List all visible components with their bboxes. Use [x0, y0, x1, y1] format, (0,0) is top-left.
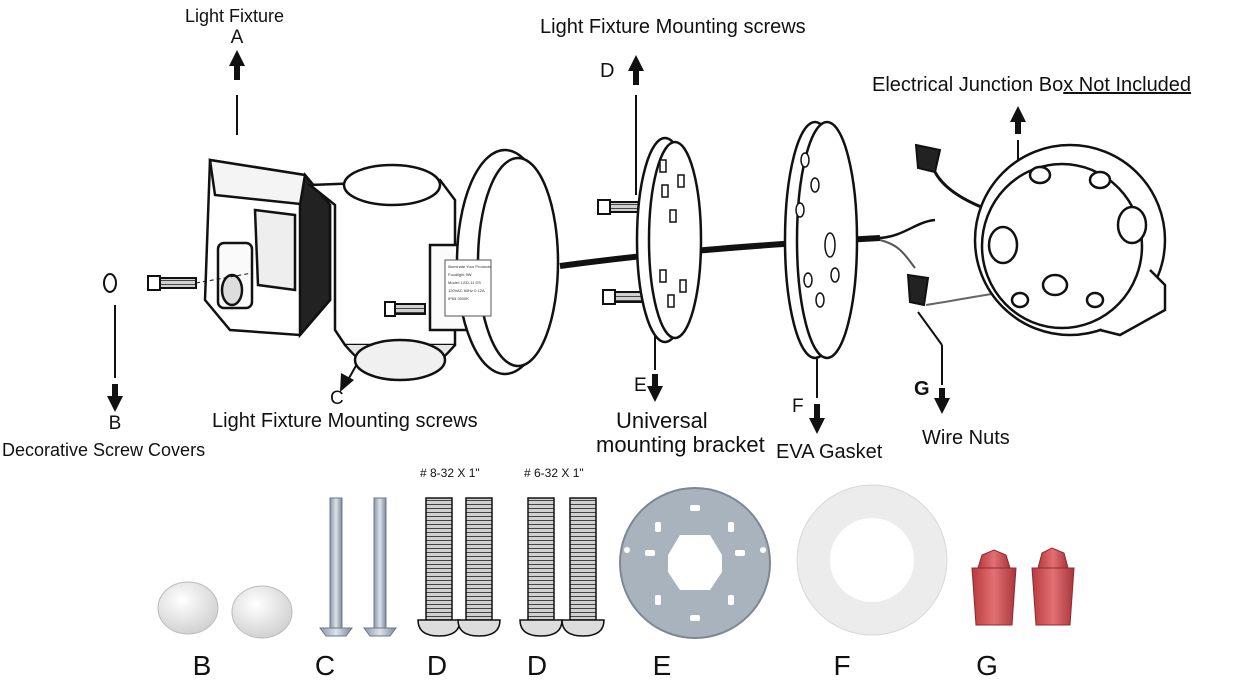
part-e-bracket [619, 487, 771, 639]
screw-spec-8-32: # 8-32 X 1" [420, 466, 480, 480]
label-line-4: 120VAC 60Hz 0.12A [448, 288, 485, 293]
fixture-back-plate [455, 148, 560, 376]
part-g-wire-nuts [971, 547, 1075, 626]
part-b-screw-covers [157, 581, 293, 639]
part-c-bolts [319, 497, 397, 637]
part-letter-b: B [192, 650, 212, 681]
callout-d-letter: D [600, 60, 615, 82]
label-line-3: Model: LED-11 DS [448, 280, 481, 285]
callout-box-name-prefix: Electrical Junction Bo [872, 74, 1064, 96]
callout-g-letter: G [914, 378, 930, 400]
part-letter-d-1: D [426, 650, 448, 681]
label-line-2: Foodlight 9W [448, 272, 472, 277]
callout-f-name: EVA Gasket [776, 441, 883, 463]
callout-box-name: Electrical Junction Box Not Included [872, 74, 1191, 97]
part-letter-c: C [314, 650, 336, 681]
callout-c-letter: C [330, 388, 344, 409]
part-f-gasket [796, 484, 948, 636]
light-fixture-head [203, 158, 332, 339]
part-letter-e: E [652, 650, 672, 681]
fixture-rating-label: Illuminate Your Products Foodlight 9W Mo… [444, 259, 492, 317]
part-d-screws-8-32 [417, 497, 501, 637]
callout-e-letter: E [634, 375, 647, 396]
screw-spec-6-32: # 6-32 X 1" [524, 466, 584, 480]
junction-box [973, 143, 1167, 337]
callout-box-not-included: x Not Included [1063, 74, 1192, 96]
callout-b-name: Decorative Screw Covers [2, 440, 206, 460]
callout-e-name-line1: Universal [616, 408, 708, 433]
main-cable [559, 218, 936, 269]
callout-a-letter: A [230, 27, 244, 48]
callout-b-letter: B [108, 413, 122, 434]
part-letter-g: G [976, 650, 998, 681]
callout-f-letter: F [792, 396, 804, 417]
callout-c-name: Light Fixture Mounting screws [212, 410, 478, 432]
callout-d-name: Light Fixture Mounting screws [540, 16, 806, 38]
mounting-bracket-side [635, 136, 703, 344]
part-letter-d-2: D [526, 650, 548, 681]
label-line-1: Illuminate Your Products [448, 264, 491, 269]
part-d-screws-6-32 [519, 497, 605, 637]
eva-gasket-side [783, 120, 859, 360]
callout-g-name: Wire Nuts [922, 427, 1010, 449]
label-line-5: IP65 3000K [448, 296, 469, 301]
callout-e-name-line2: mounting bracket [596, 432, 765, 457]
callout-a-name: Light Fixture [185, 6, 285, 26]
part-letter-f: F [833, 650, 851, 681]
